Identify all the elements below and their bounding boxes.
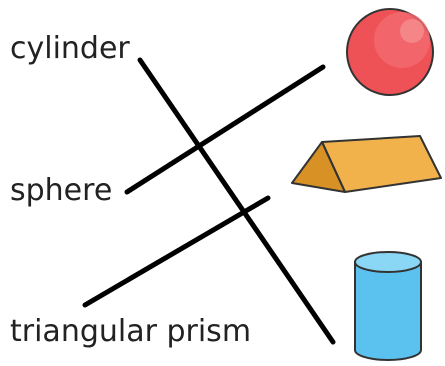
match-line-triangular-prism xyxy=(85,198,268,305)
match-line-cylinder xyxy=(140,60,333,342)
triangular-prism-icon xyxy=(292,136,441,192)
sphere-icon xyxy=(347,9,433,95)
cylinder-icon xyxy=(355,252,421,360)
